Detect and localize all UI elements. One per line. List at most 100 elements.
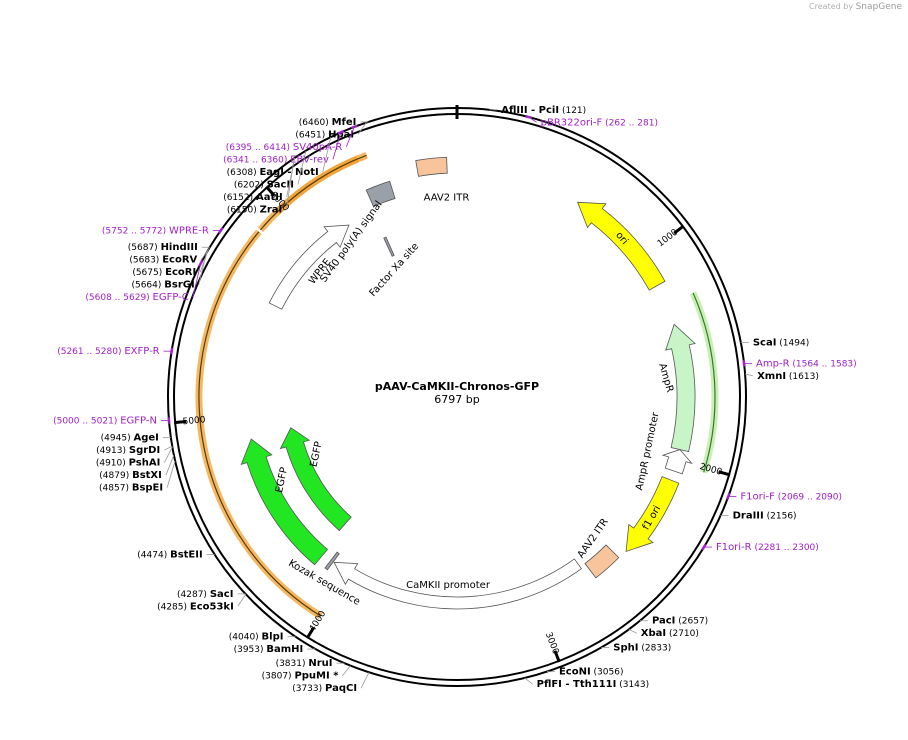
enzyme-label: XmnI (1613): [757, 371, 819, 382]
orf-layer: [195, 152, 719, 620]
enzyme-label: (4879) BstXI: [99, 470, 162, 481]
primer-label: F1ori-F (2069 .. 2090): [740, 491, 842, 502]
orf-line: [276, 154, 367, 213]
enzyme-label: (6460) MfeI: [299, 117, 357, 128]
primer-mark: [198, 259, 204, 267]
site-leader-line: [360, 672, 370, 689]
feature-label: CaMKII promoter: [406, 580, 491, 591]
plasmid-name: pAAV-CaMKII-Chronos-GFP: [375, 380, 539, 393]
enzyme-label: PflFI - Tth111I (3143): [537, 679, 650, 690]
site-leader-line: [166, 460, 176, 488]
enzyme-label: (4910) PshAI: [96, 458, 160, 469]
site-leader-line: [322, 136, 332, 172]
snapgene-logo: SnapGene: [855, 2, 902, 12]
feature-camkii-promoter: [333, 558, 582, 610]
feature-egfp: [240, 438, 329, 566]
enzyme-label: (4913) SgrDI: [96, 445, 160, 456]
feature-f1-ori: [625, 476, 680, 553]
feature-sv40-poly-a-signal: [365, 180, 396, 208]
enzyme-label: AflIII - PciI (121): [501, 105, 586, 116]
enzyme-label: SphI (2833): [613, 642, 671, 653]
primer-mark: [337, 129, 345, 135]
enzyme-label: (4287) SacI: [177, 589, 233, 600]
enzyme-label: (4857) BspEI: [99, 483, 163, 494]
tick-mark: [305, 627, 315, 640]
tick-mark: [553, 650, 561, 663]
tick-mark: [673, 224, 685, 235]
orf-line: [692, 292, 716, 473]
enzyme-label: (5683) EcoRV: [129, 255, 197, 266]
feature-aav2-itr: [415, 156, 448, 177]
orf-line: [198, 231, 322, 617]
feature-label: EGFP: [274, 466, 290, 494]
enzyme-label: (4945) AgeI: [101, 433, 159, 444]
tick-label: 5000: [182, 415, 206, 427]
primer-label: (5000 .. 5021) EGFP-N: [53, 415, 157, 426]
site-leader-line: [163, 446, 173, 463]
site-leader-line: [345, 126, 355, 148]
primer-mark: [217, 227, 224, 234]
tick-label: 2000: [698, 462, 723, 478]
enzyme-label: PacI (2657): [652, 616, 708, 627]
enzyme-label: (6308) EagI - NotI: [227, 167, 319, 178]
primer-mark: [350, 124, 358, 130]
site-leader-line: [198, 252, 208, 285]
primer-mark: [726, 492, 731, 500]
enzyme-label: (3807) PpuMI *: [262, 671, 340, 682]
orf-band: [689, 291, 719, 474]
tick-mark: [174, 420, 187, 425]
site-leader-line: [285, 158, 295, 210]
enzyme-label: (4474) BstEII: [137, 550, 202, 561]
site-label-layer: (6460) MfeI(6451) HpaI(6395 .. 6414) SV4…: [53, 105, 857, 694]
credit-prefix: Created by: [809, 2, 854, 11]
feature-kozak-sequence: [324, 551, 340, 571]
site-leader-line: [332, 132, 342, 160]
enzyme-label: (6150) ZraI: [227, 204, 282, 215]
plasmid-length: 6797 bp: [434, 393, 479, 406]
enzyme-label: (3831) NruI: [276, 658, 333, 669]
feature-label: AmpR: [656, 362, 675, 394]
enzyme-label: XbaI (2710): [641, 628, 699, 639]
primer-label: (5261 .. 5280) EXFP-R: [57, 346, 159, 357]
tick-mark: [718, 470, 731, 477]
primer-label: (5608 .. 5629) EGFP-C: [85, 292, 188, 303]
primer-label: (6341 .. 6360) EBV-rev: [223, 154, 329, 165]
primer-mark: [742, 360, 746, 367]
enzyme-label: DraIII (2156): [733, 510, 797, 521]
primer-label: F1ori-R (2281 .. 2300): [716, 542, 819, 553]
site-leader-line: [524, 677, 533, 685]
site-leader-line: [357, 122, 367, 135]
enzyme-label: (4040) BlpI: [229, 632, 284, 643]
feature-ampr-promoter: [661, 449, 693, 475]
primer-mark: [167, 417, 171, 424]
primer-label: Amp-R (1564 .. 1583): [756, 358, 857, 369]
feature-aav2-itr: [584, 544, 620, 579]
enzyme-label: (5675) EcoRI: [132, 267, 196, 278]
enzyme-label: (6152) AatII: [223, 192, 283, 203]
enzyme-label: (3953) BamHI: [234, 644, 304, 655]
site-leader-line: [342, 665, 351, 676]
tick-label: 3000: [543, 631, 561, 656]
feature-label: AmpR promoter: [634, 411, 661, 492]
enzyme-label: (6202) SacII: [234, 179, 294, 190]
site-leader-line: [237, 594, 247, 607]
feature-label: Factor Xa site: [368, 241, 422, 299]
feature-egfp: [279, 427, 352, 532]
primer-label: pBR322ori-F (262 .. 281): [541, 117, 658, 128]
site-leader-line: [164, 445, 173, 451]
tick-mark: [265, 185, 276, 197]
enzyme-label: (6451) HpaI: [295, 129, 354, 140]
enzyme-label: (4285) Eco53kI: [157, 601, 234, 612]
site-leader-line: [297, 150, 307, 185]
primer-mark: [169, 347, 174, 355]
site-leader-line: [744, 373, 754, 377]
primer-mark: [701, 543, 707, 551]
created-by-credit: Created by SnapGene: [809, 2, 902, 12]
primer-label: (5752 .. 5772) WPRE-R: [102, 225, 209, 236]
feature-label: AAV2 ITR: [424, 192, 470, 203]
enzyme-label: (5687) HindIII: [128, 242, 198, 253]
feature-label: EGFP: [309, 441, 325, 469]
enzyme-label: EcoNI (3056): [559, 667, 624, 678]
enzyme-label: ScaI (1494): [753, 337, 809, 348]
